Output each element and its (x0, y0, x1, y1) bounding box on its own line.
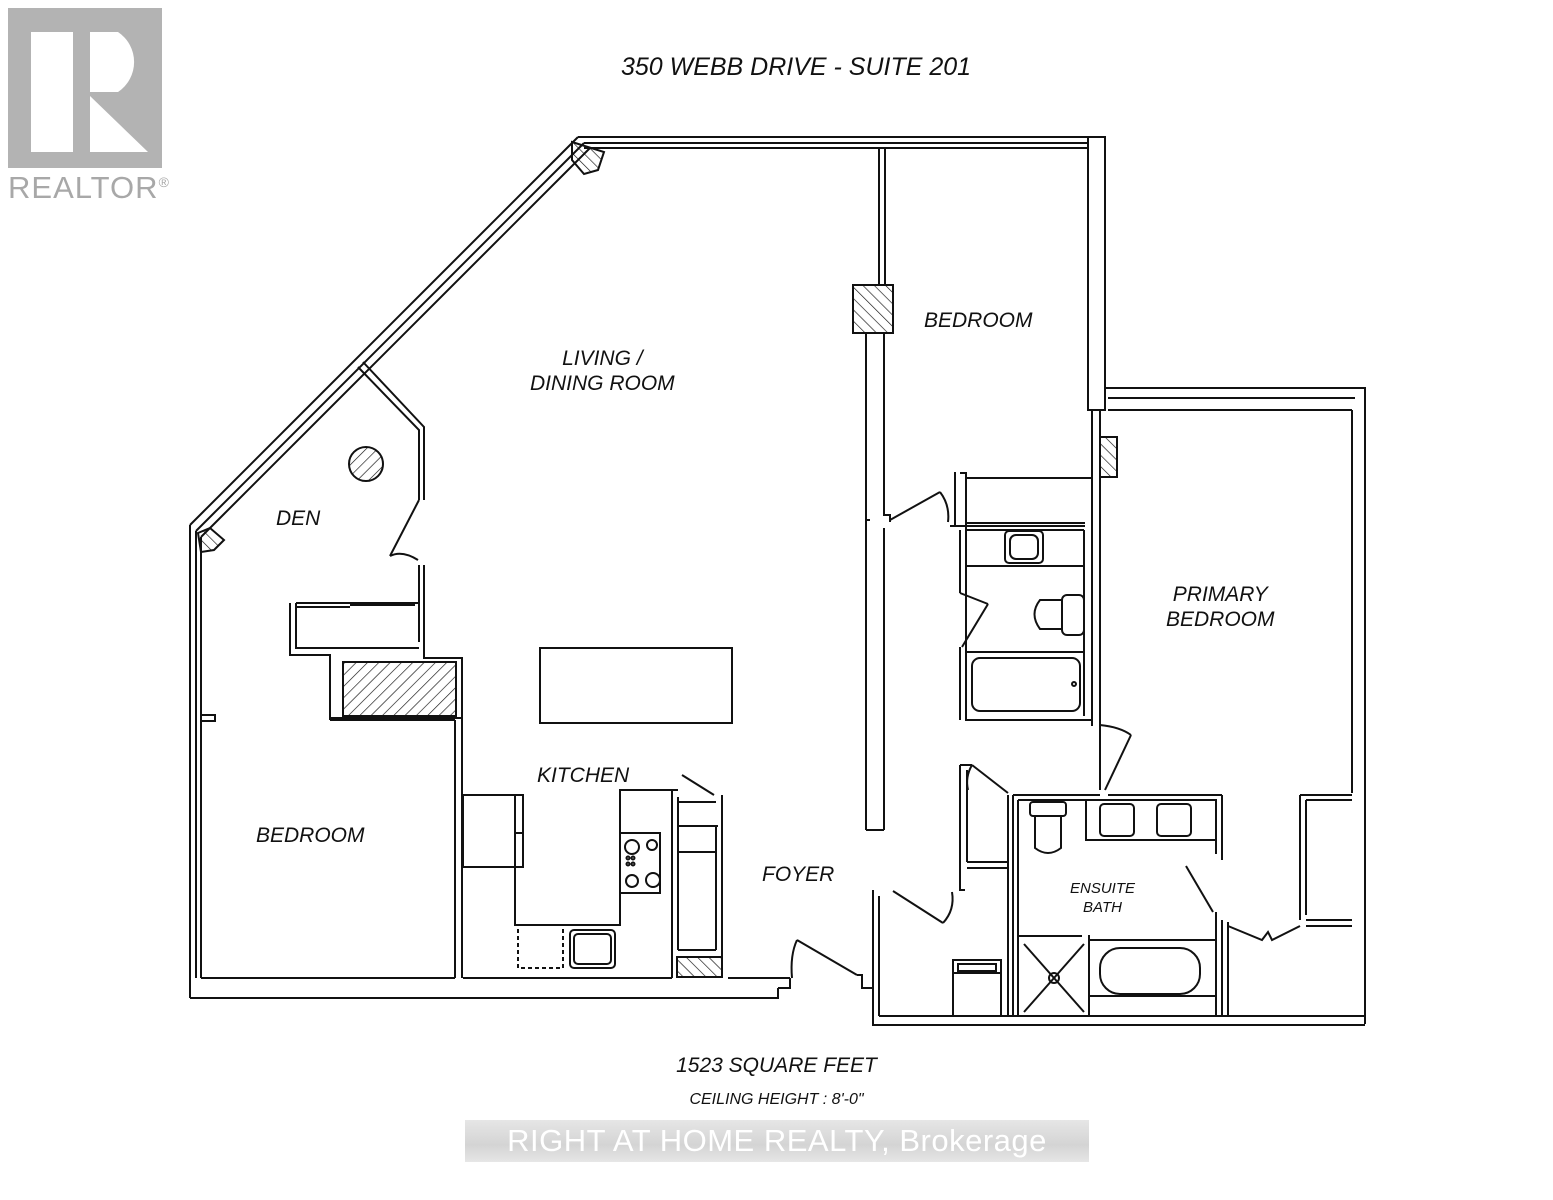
ensuite-sink-right (1156, 803, 1192, 837)
room-label-foyer: FOYER (762, 863, 835, 886)
kitchen-sink (569, 929, 616, 969)
hall-bath-tub (971, 657, 1081, 712)
cooktop (619, 832, 661, 894)
refrigerator (462, 794, 516, 868)
diagonal-window-wall (189, 136, 591, 538)
dishwasher (517, 924, 564, 969)
ensuite-tub (1099, 947, 1201, 995)
ceiling-height: CEILING HEIGHT : 8'-0" (689, 1091, 864, 1108)
ensuite-vanity (1085, 799, 1217, 841)
column-den (348, 446, 384, 482)
hall-bath-toilet (1061, 594, 1085, 636)
room-label-kitchen: KITCHEN (537, 764, 630, 787)
room-label-den: DEN (276, 507, 321, 530)
square-footage: 1523 SQUARE FEET (676, 1054, 877, 1077)
dining-table (539, 647, 733, 724)
ensuite-sink-left (1099, 803, 1135, 837)
hall-bath-sink (1004, 530, 1044, 564)
north-window-wall (578, 136, 1088, 149)
realtor-r-mark-icon (8, 8, 162, 168)
plan-title: 350 WEBB DRIVE - SUITE 201 (620, 53, 972, 81)
realtor-wordmark: REALTOR® (8, 170, 170, 205)
brokerage-watermark: RIGHT AT HOME REALTY, Brokerage (465, 1120, 1089, 1162)
room-label-living-dining: LIVING /DINING ROOM (530, 347, 675, 395)
room-label-bedroom-west: BEDROOM (256, 824, 365, 847)
washer-dryer (952, 959, 1002, 1017)
room-label-bedroom-north: BEDROOM (924, 309, 1033, 332)
ensuite-toilet (1029, 801, 1067, 817)
realtor-logo: REALTOR® (8, 8, 170, 206)
